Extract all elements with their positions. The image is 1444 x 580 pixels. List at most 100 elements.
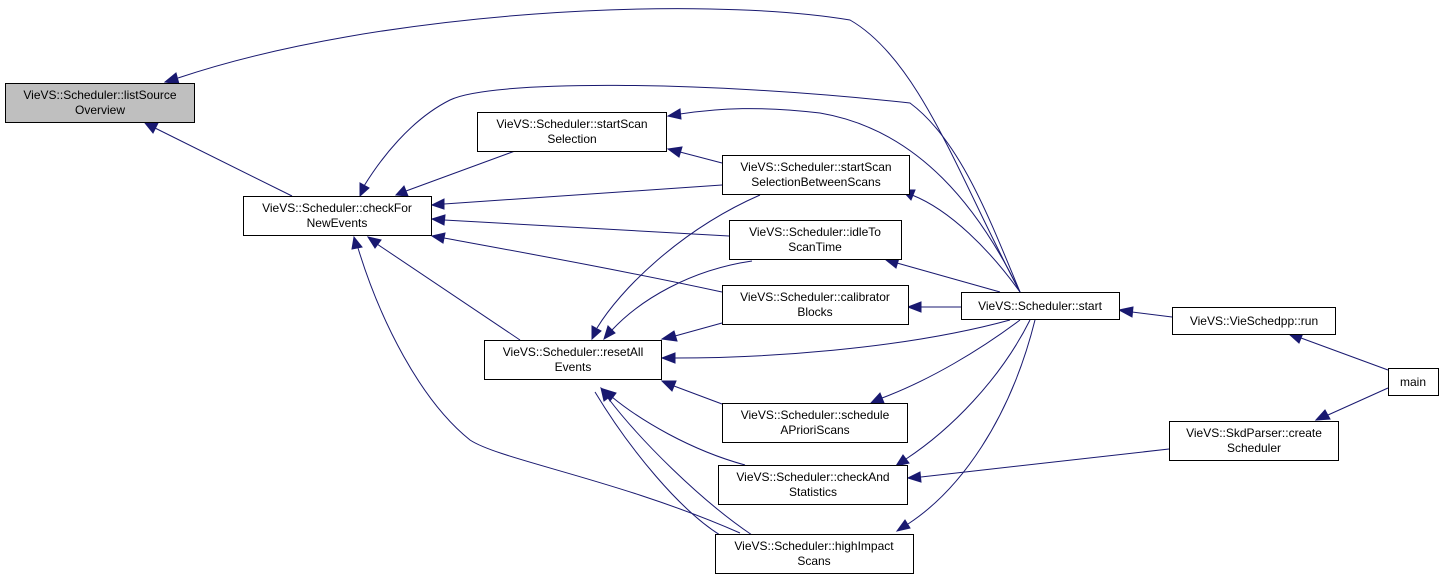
node-box: [1172, 307, 1336, 335]
node-box: [477, 112, 667, 152]
arrowhead: [869, 392, 885, 404]
edge-highimpact-to-reset: [607, 397, 753, 536]
node-box: [729, 220, 902, 260]
node-label-line2: SelectionBetweenScans: [751, 175, 880, 189]
node-label-line1: VieVS::SkdParser::create: [1186, 426, 1322, 440]
arrowhead: [895, 519, 911, 532]
edge-start-to-checkand: [905, 319, 1031, 460]
node-label-line1: VieVS::Scheduler::checkFor: [262, 201, 412, 215]
node-box: [961, 292, 1120, 320]
node-label-line1: VieVS::Scheduler::schedule: [741, 408, 890, 422]
edge-main-to-run: [1300, 337, 1389, 371]
node-label-line1: VieVS::Scheduler::startScan: [496, 117, 647, 131]
node-check-for-new-events[interactable]: VieVS::Scheduler::checkFor NewEvents: [243, 196, 432, 236]
node-calibrator-blocks[interactable]: VieVS::Scheduler::calibrator Blocks: [722, 285, 909, 325]
node-label-line2: Statistics: [789, 485, 837, 499]
arrowhead: [906, 301, 922, 313]
arrowhead: [351, 235, 363, 250]
node-label-line1: VieVS::Scheduler::start: [978, 299, 1103, 313]
arrowhead: [906, 471, 922, 483]
node-reset-all-events[interactable]: VieVS::Scheduler::resetAll Events: [484, 340, 662, 380]
arrowhead: [666, 108, 682, 120]
node-label-line2: Overview: [75, 103, 125, 117]
node-box: [718, 465, 908, 505]
node-skdparser-create-scheduler[interactable]: VieVS::SkdParser::create Scheduler: [1169, 421, 1339, 461]
node-list-source-overview[interactable]: VieVS::Scheduler::listSource Overview: [5, 83, 195, 123]
node-label-line1: VieVS::Scheduler::calibrator: [740, 290, 890, 304]
edge-between-to-reset: [596, 194, 761, 329]
node-box: [484, 340, 662, 380]
arrowhead: [430, 214, 446, 226]
edge-idle-to-checkfor: [443, 219, 730, 237]
node-box: [722, 403, 908, 443]
node-box: [1169, 421, 1339, 461]
node-label-line1: main: [1400, 375, 1426, 389]
node-label-line1: VieVS::Scheduler::startScan: [740, 160, 891, 174]
node-label-line2: Scheduler: [1227, 441, 1281, 455]
arrowhead: [1117, 306, 1134, 318]
node-start-scan-selection[interactable]: VieVS::Scheduler::startScan Selection: [477, 112, 667, 152]
edges: [143, 8, 1389, 536]
node-schedule-apriori-scans[interactable]: VieVS::Scheduler::schedule APrioriScans: [722, 403, 908, 443]
arrowhead: [603, 325, 616, 341]
node-label-line2: NewEvents: [307, 216, 368, 230]
node-label-line1: VieVS::Scheduler::idleTo: [749, 225, 881, 239]
arrowhead: [660, 352, 676, 364]
node-start-scan-selection-between-scans[interactable]: VieVS::Scheduler::startScan SelectionBet…: [722, 155, 910, 195]
edge-between-to-startscan: [679, 151, 723, 164]
arrowhead: [600, 386, 613, 402]
arrowhead: [430, 198, 445, 210]
node-box: [1388, 368, 1439, 396]
edge-main-to-skd: [1327, 387, 1389, 416]
arrowhead: [359, 182, 370, 198]
edge-checkfor-to-listsource: [154, 127, 293, 197]
edge-reset-to-checkfor: [376, 243, 521, 341]
arrowhead: [163, 72, 180, 85]
arrowhead: [660, 330, 678, 342]
edge-start-to-checkfor: [363, 84, 1021, 293]
node-label-line2: Selection: [547, 132, 596, 146]
edge-start-to-between: [911, 194, 1021, 293]
arrowhead: [394, 185, 409, 197]
edge-run-to-start: [1131, 311, 1173, 318]
arrowhead: [430, 232, 446, 244]
edge-start-to-startscan: [679, 108, 1021, 293]
node-label-line2: Blocks: [797, 305, 832, 319]
node-box: [722, 155, 910, 195]
arrowhead: [1314, 409, 1331, 421]
node-box: [715, 534, 914, 574]
node-box: [243, 196, 432, 236]
node-check-and-statistics[interactable]: VieVS::Scheduler::checkAnd Statistics: [718, 465, 908, 505]
edge-start-to-reset: [674, 319, 1011, 359]
node-high-impact-scans[interactable]: VieVS::Scheduler::highImpact Scans: [715, 534, 914, 574]
edge-startscan-to-checkfor: [405, 150, 516, 192]
edge-between-to-checkfor: [443, 184, 723, 205]
edge-idle-to-reset: [611, 260, 753, 331]
arrowhead: [666, 146, 683, 158]
node-label-line1: VieVS::Scheduler::highImpact: [734, 539, 894, 553]
arrowhead: [894, 454, 910, 467]
edge-reset-to-highimpact: [594, 391, 721, 536]
edge-highimpact-to-checkfor: [357, 247, 741, 534]
edge-checkand-to-reset: [611, 396, 746, 466]
node-label-line1: VieVS::VieSchedpp::run: [1190, 314, 1318, 328]
arrowhead: [366, 236, 382, 249]
node-main[interactable]: main: [1388, 368, 1439, 396]
node-label-line1: VieVS::Scheduler::listSource: [23, 88, 177, 102]
node-label-line2: ScanTime: [788, 240, 842, 254]
arrowhead: [143, 122, 159, 134]
node-box: [722, 285, 909, 325]
node-vieschedpp-run[interactable]: VieVS::VieSchedpp::run: [1172, 307, 1336, 335]
node-label-line2: Scans: [797, 554, 830, 568]
edge-skd-to-checkand: [920, 448, 1170, 478]
node-idle-to-scan-time[interactable]: VieVS::Scheduler::idleTo ScanTime: [729, 220, 902, 260]
arrowhead: [591, 325, 602, 341]
node-scheduler-start[interactable]: VieVS::Scheduler::start: [961, 292, 1120, 320]
arrowhead: [660, 380, 677, 392]
node-label-line1: VieVS::Scheduler::checkAnd: [736, 470, 889, 484]
edge-schedule-to-reset: [673, 385, 723, 405]
edge-start-to-idle: [896, 262, 1001, 293]
edge-start-to-highimpact: [907, 319, 1036, 525]
edge-start-to-schedule: [881, 319, 1021, 399]
